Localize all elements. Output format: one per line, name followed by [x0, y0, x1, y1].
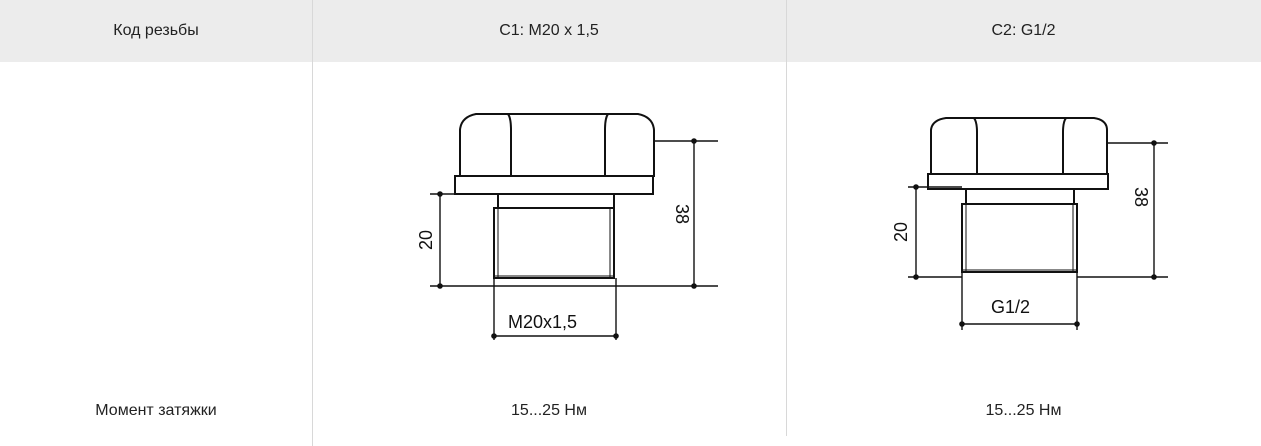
table-header-row [0, 0, 1261, 62]
c1-plug-svg: M20x1,5 20 38 [416, 113, 718, 340]
torque-c2-value: 15...25 Нм [985, 402, 1062, 419]
column-divider [786, 0, 787, 436]
c1-dim-thread: M20x1,5 [508, 312, 577, 332]
header-col-c2: C2: G1/2 [991, 22, 1056, 39]
c1-plug-drawing: M20x1,5 20 38 [388, 90, 728, 360]
header-col-c1: C1: M20 x 1,5 [499, 22, 599, 39]
c1-dim-thread-length: 20 [416, 230, 436, 250]
header-label-thread-code: Код резьбы [113, 22, 199, 39]
torque-row-label: Момент затяжки [95, 402, 217, 419]
c2-dim-thread-length: 20 [891, 222, 911, 242]
c2-dim-height: 38 [1131, 187, 1151, 207]
column-divider [312, 0, 313, 446]
torque-c1-value: 15...25 Нм [511, 402, 587, 419]
c2-plug-svg: G1/2 20 38 [891, 117, 1168, 330]
c2-plug-drawing: G1/2 20 38 [878, 90, 1198, 360]
c1-dim-height: 38 [672, 204, 692, 224]
c2-dim-thread: G1/2 [991, 297, 1030, 317]
